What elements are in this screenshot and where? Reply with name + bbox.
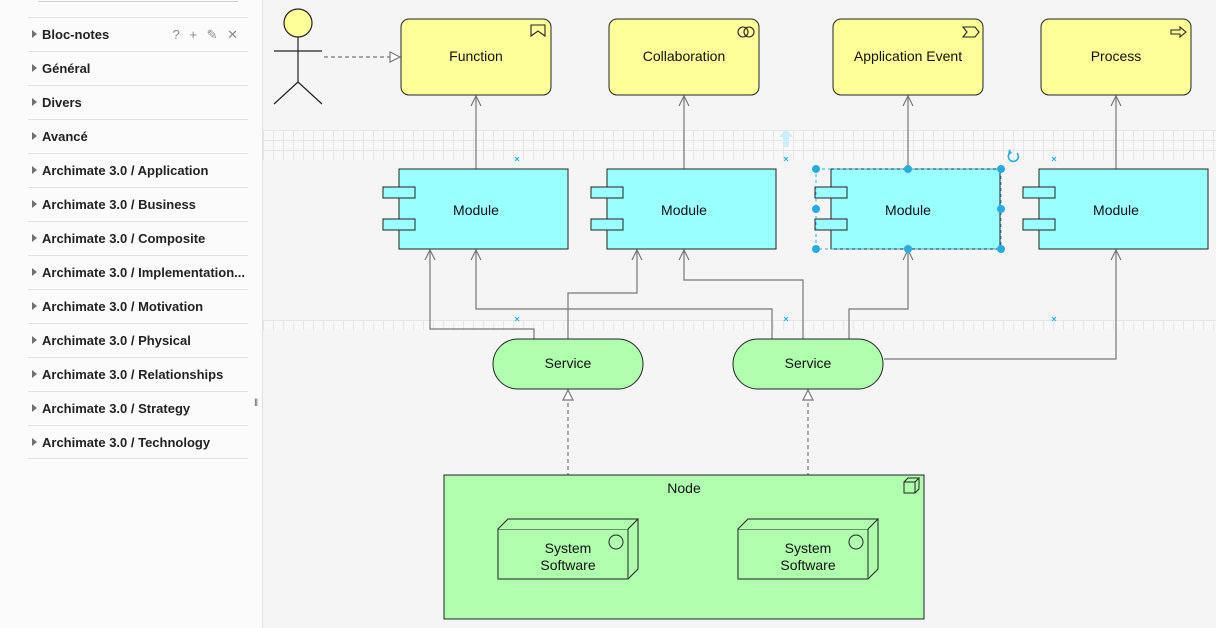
component-tab-icon [590, 186, 624, 199]
component-tab-icon [814, 186, 848, 199]
system-software-2[interactable]: System Software [737, 518, 880, 580]
module-label: Module [1093, 202, 1139, 218]
palette-item-composite[interactable]: Archimate 3.0 / Composite [28, 221, 248, 255]
system-software-line1: System [545, 540, 592, 556]
system-software-line2: Software [540, 557, 595, 573]
application-component-4[interactable]: Module [1022, 168, 1209, 250]
edge-service1-module1[interactable] [430, 250, 535, 339]
palette-item-technology[interactable]: Archimate 3.0 / Technology [28, 425, 248, 459]
event-icon [961, 26, 980, 38]
scratchpad-tools: ? + ✎ ✕ [166, 27, 238, 43]
caret-right-icon [32, 438, 37, 446]
module-label: Module [885, 202, 931, 218]
palette-list: Bloc-notes ? + ✎ ✕ Général Divers Avancé… [28, 17, 248, 459]
caret-right-icon [32, 370, 37, 378]
caret-right-icon [32, 336, 37, 344]
edge-service2-module3[interactable] [848, 250, 908, 339]
module-label: Module [661, 202, 707, 218]
palette-item-relationships[interactable]: Archimate 3.0 / Relationships [28, 357, 248, 391]
caret-right-icon [32, 166, 37, 174]
service-label: Service [785, 355, 832, 371]
component-tab-icon [382, 186, 416, 199]
business-function[interactable]: Function [400, 18, 552, 96]
process-label: Process [1091, 48, 1142, 64]
bookmark-icon [530, 24, 546, 38]
business-collaboration[interactable]: Collaboration [608, 18, 760, 96]
system-software-1[interactable]: System Software [497, 518, 640, 580]
edge-service2-module4[interactable] [884, 250, 1116, 360]
search-input-edge[interactable] [38, 0, 238, 2]
caret-right-icon [32, 200, 37, 208]
process-arrow-icon [1170, 25, 1187, 39]
shape-palette-sidebar: Bloc-notes ? + ✎ ✕ Général Divers Avancé… [0, 0, 263, 628]
add-icon[interactable]: + [189, 27, 197, 42]
sidebar-margin [0, 0, 28, 628]
help-icon[interactable]: ? [172, 27, 180, 42]
application-component-3-selected[interactable]: Module [779, 129, 1020, 253]
palette-item-implementation[interactable]: Archimate 3.0 / Implementation... [28, 255, 248, 289]
swimlane-band [263, 320, 1216, 330]
application-component-2[interactable]: Module [590, 168, 777, 250]
caret-right-icon [32, 132, 37, 140]
close-icon[interactable]: ✕ [227, 27, 238, 42]
caret-right-icon [32, 268, 37, 276]
caret-right-icon [32, 302, 37, 310]
palette-item-physical[interactable]: Archimate 3.0 / Physical [28, 323, 248, 357]
node-cube-icon [903, 477, 921, 494]
service-label: Service [545, 355, 592, 371]
application-component-1[interactable]: Module [382, 168, 569, 250]
collaboration-icon [737, 26, 749, 38]
application-service-2[interactable]: Service [732, 338, 884, 390]
edge-service2-module1[interactable] [476, 250, 773, 339]
edge-service1-module2[interactable] [567, 250, 637, 339]
module-label: Module [453, 202, 499, 218]
system-software-icon [608, 534, 624, 550]
palette-item-general[interactable]: Général [28, 51, 248, 85]
palette-item-divers[interactable]: Divers [28, 85, 248, 119]
swimlane-band [263, 130, 1216, 160]
caret-right-icon [32, 30, 37, 38]
system-software-icon [848, 534, 864, 550]
business-process[interactable]: Process [1040, 18, 1192, 96]
caret-right-icon [32, 234, 37, 242]
caret-right-icon [32, 404, 37, 412]
system-software-line1: System [785, 540, 832, 556]
event-label: Application Event [854, 48, 962, 64]
palette-item-application[interactable]: Archimate 3.0 / Application [28, 153, 248, 187]
palette-item-motivation[interactable]: Archimate 3.0 / Motivation [28, 289, 248, 323]
system-software-line2: Software [780, 557, 835, 573]
node-title: Node [667, 480, 701, 496]
component-tab-icon [1022, 186, 1056, 199]
resize-handles[interactable] [812, 165, 1005, 253]
caret-right-icon [32, 98, 37, 106]
sidebar-resize-handle[interactable]: ‖ [254, 398, 259, 409]
edge-service2-module2[interactable] [684, 250, 804, 339]
arrow-up-icon[interactable] [779, 129, 793, 147]
function-label: Function [449, 48, 503, 64]
connectors [324, 57, 1116, 519]
collaboration-label: Collaboration [643, 48, 726, 64]
business-actor[interactable] [273, 8, 323, 105]
palette-item-avance[interactable]: Avancé [28, 119, 248, 153]
waypoint-markers[interactable] [514, 156, 1057, 322]
caret-right-icon [32, 64, 37, 72]
palette-item-business[interactable]: Archimate 3.0 / Business [28, 187, 248, 221]
application-event[interactable]: Application Event [832, 18, 984, 96]
application-service-1[interactable]: Service [492, 338, 644, 390]
palette-item-bloc-notes[interactable]: Bloc-notes ? + ✎ ✕ [28, 17, 248, 51]
edit-icon[interactable]: ✎ [206, 27, 218, 42]
palette-item-strategy[interactable]: Archimate 3.0 / Strategy [28, 391, 248, 425]
